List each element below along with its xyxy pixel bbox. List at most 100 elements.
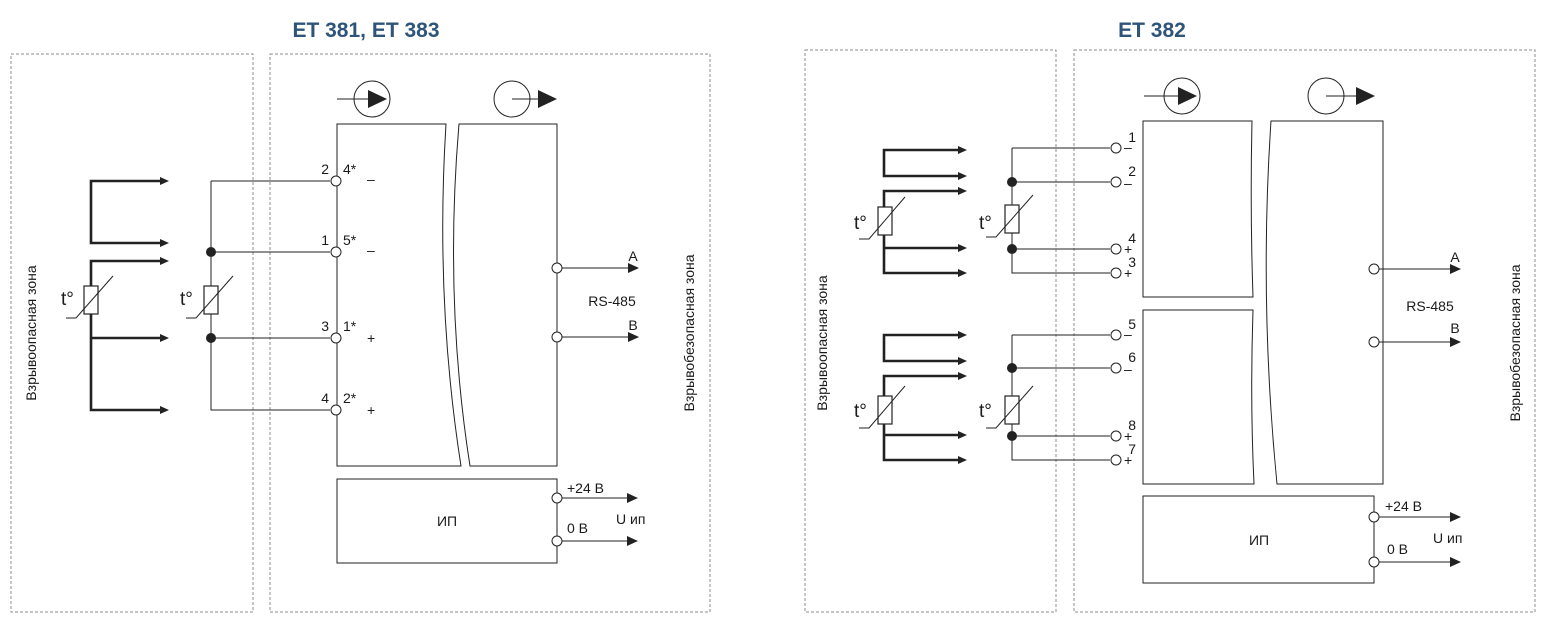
right-ch2-sensor-label-a: t° (854, 401, 867, 422)
left-terminal-number: 2 (321, 161, 329, 177)
right-ch2-input-block (1142, 309, 1255, 485)
right-supply-voltage-label: U ип (1433, 530, 1462, 546)
right-terminal (1110, 176, 1122, 188)
left-terminal (330, 404, 342, 416)
right-terminal (1110, 142, 1122, 154)
left-input-module-block (336, 123, 462, 467)
right-hazard-zone-frame (804, 49, 1057, 613)
left-terminal-block: 2 4* – 1 5* – 3 1* + 4 2* + (321, 161, 375, 418)
left-hazard-zone-label: Взрывоопасная зона (23, 265, 39, 401)
right-terminal-polarity: – (1124, 326, 1132, 342)
right-rs485-outputs: A RS-485 B (1368, 249, 1461, 348)
right-safe-zone-label: Взрывобезопасная зона (1507, 264, 1523, 421)
right-power-block-label: ИП (1249, 532, 1269, 548)
left-rs485-outputs: A RS-485 B (551, 248, 639, 343)
left-output-module-block (453, 123, 558, 467)
right-safe-zone-frame (1073, 49, 1536, 613)
right-terminal-number: 8 (1128, 417, 1136, 433)
right-power-supply-block (1142, 495, 1375, 584)
left-safe-zone-label: Взрывобезопасная зона (681, 254, 697, 411)
left-terminal-number: 3 (321, 318, 329, 334)
right-terminal-number: 4 (1128, 230, 1136, 246)
left-terminal-polarity: – (367, 242, 375, 258)
right-ch1-sensor-wiring: t° (979, 147, 1110, 274)
right-terminal-number: 1 (1128, 129, 1136, 145)
left-output-a-label: A (628, 248, 638, 264)
left-terminal (330, 175, 342, 187)
right-terminal-number: 7 (1128, 441, 1136, 457)
left-terminal-alt-number: 5* (343, 232, 357, 248)
right-terminal-number: 6 (1128, 349, 1136, 365)
left-power-outputs: +24 В 0 В U ип (551, 480, 645, 547)
right-terminal-number: 5 (1128, 316, 1136, 332)
right-terminal-polarity: + (1124, 452, 1132, 468)
left-terminal (330, 246, 342, 258)
right-terminal-polarity: – (1124, 139, 1132, 155)
left-terminal-number: 4 (321, 390, 329, 406)
left-four-wire-connection-symbol: t° (61, 177, 169, 414)
left-terminal-alt-number: 2* (343, 390, 357, 406)
left-sensor-label-b: t° (180, 289, 193, 310)
right-ch1-sensor-label-b: t° (979, 213, 992, 234)
right-terminal-polarity: – (1124, 361, 1132, 377)
right-terminal-number: 3 (1128, 254, 1136, 270)
right-terminal-number: 2 (1128, 163, 1136, 179)
right-supply-plus-label: +24 В (1385, 498, 1422, 514)
left-input-arrow-icon (337, 80, 391, 118)
right-output-module-block (1265, 120, 1384, 485)
right-terminal (1110, 362, 1122, 374)
right-terminal-polarity: – (1124, 175, 1132, 191)
left-rtd-symbol-a (83, 285, 99, 315)
left-supply-zero-label: 0 В (567, 520, 588, 536)
right-terminal-polarity: + (1124, 265, 1132, 281)
left-terminal-polarity: + (367, 402, 375, 418)
right-ch2-four-wire-symbol: t° (854, 331, 967, 464)
right-power-outputs: +24 В 0 В U ип (1368, 498, 1462, 568)
right-output-arrow-icon (1307, 77, 1375, 115)
left-output-b-label: B (628, 317, 637, 333)
left-terminal-alt-number: 4* (343, 161, 357, 177)
left-sensor-label-a: t° (61, 289, 74, 310)
left-hazard-zone-frame (10, 53, 254, 613)
left-terminal (330, 332, 342, 344)
left-sensor-wiring: t° (180, 180, 330, 411)
left-power-block-label: ИП (437, 513, 457, 529)
left-supply-plus-label: +24 В (567, 480, 604, 496)
right-ch2-sensor-wiring: t° (979, 334, 1110, 461)
right-supply-zero-label: 0 В (1387, 541, 1408, 557)
right-terminal-polarity: + (1124, 428, 1132, 444)
left-terminal-number: 1 (321, 232, 329, 248)
right-ch2-sensor-label-b: t° (979, 401, 992, 422)
right-diagram: ET 382 Взрывоопасная зона Взрывобезопасн… (804, 19, 1536, 613)
right-output-a-label: A (1450, 249, 1460, 265)
right-hazard-zone-label: Взрывоопасная зона (814, 275, 830, 411)
right-terminal (1110, 454, 1122, 466)
right-diagram-title: ET 382 (1118, 19, 1186, 42)
left-safe-zone-frame (269, 53, 711, 613)
right-ch1-four-wire-symbol: t° (854, 146, 967, 277)
left-power-supply-block (336, 478, 558, 564)
left-diagram-title: ET 381, ET 383 (292, 19, 439, 42)
left-rs485-label: RS-485 (588, 293, 636, 309)
left-terminal-alt-number: 1* (343, 318, 357, 334)
left-diagram: ET 381, ET 383 Взрывоопасная зона Взрыво… (10, 19, 711, 613)
left-terminal-polarity: – (367, 171, 375, 187)
right-ch1-sensor-label-a: t° (854, 213, 867, 234)
left-terminal-polarity: + (367, 330, 375, 346)
right-ch1-terminal-block: 1 – 2 – 4 + 3 + (1110, 129, 1136, 281)
left-output-arrow-icon (493, 80, 557, 118)
right-terminal (1110, 243, 1122, 255)
left-rtd-symbol-b (203, 285, 219, 315)
right-terminal (1110, 430, 1122, 442)
left-junction-dot-2 (206, 333, 216, 343)
right-input-arrow-icon (1144, 77, 1201, 115)
left-junction-dot-1 (206, 247, 216, 257)
right-terminal-polarity: + (1124, 241, 1132, 257)
right-terminal (1110, 329, 1122, 341)
right-ch2-terminal-block: 5 – 6 – 8 + 7 + (1110, 316, 1136, 468)
right-rs485-label: RS-485 (1406, 298, 1454, 314)
right-ch1-input-block (1142, 120, 1254, 298)
right-terminal (1110, 267, 1122, 279)
right-output-b-label: B (1450, 320, 1459, 336)
